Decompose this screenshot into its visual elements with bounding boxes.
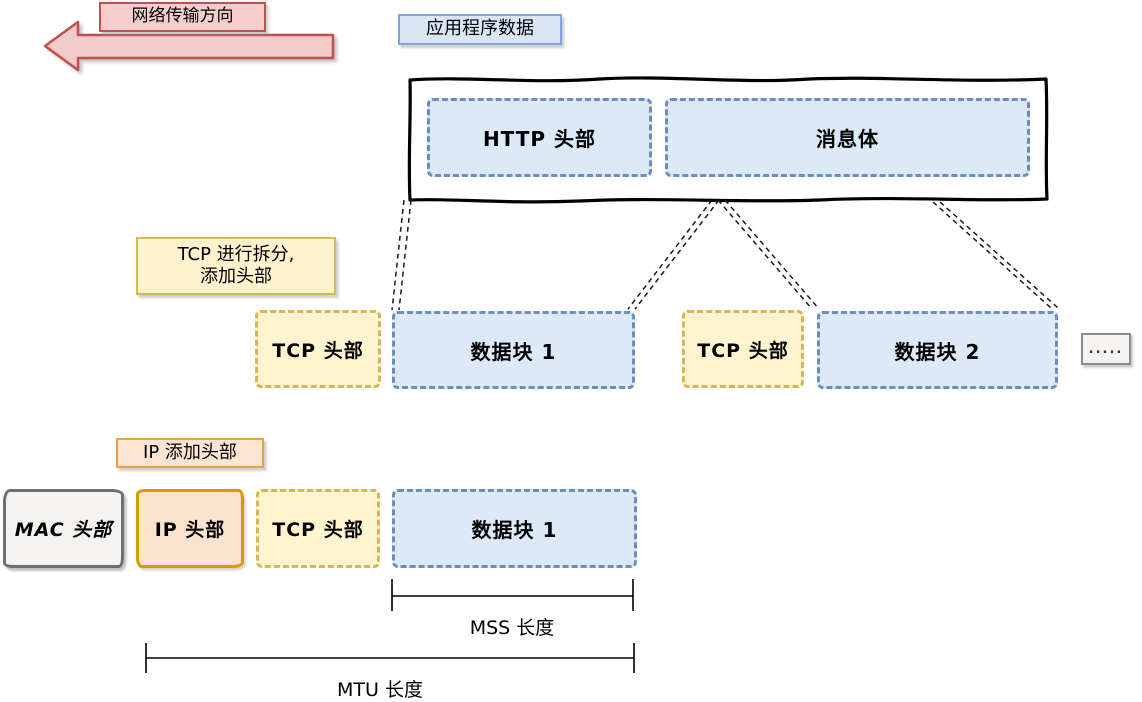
connector-line <box>627 199 713 310</box>
connector-line <box>939 201 1059 309</box>
mss-length-label: MSS 长度 <box>427 612 597 640</box>
tcp-header-text: TCP 头部 <box>697 339 789 362</box>
tcp-header-box-2: TCP 头部 <box>682 310 804 388</box>
mss-length-text: MSS 长度 <box>469 616 555 639</box>
data-block-1-text: 数据块 1 <box>471 518 558 542</box>
application-data-box-outline <box>407 76 1049 204</box>
data-block-1-text: 数据块 1 <box>470 339 557 364</box>
tcp-header-text: TCP 头部 <box>272 519 364 541</box>
connector-line <box>391 199 405 311</box>
tcp-split-line1: TCP 进行拆分, <box>177 243 295 265</box>
tcp-split-label: TCP 进行拆分, 添加头部 <box>136 237 336 295</box>
ip-header-box: IP 头部 <box>136 489 244 568</box>
data-block-1-box: 数据块 1 <box>392 311 635 389</box>
connector-line <box>724 199 820 310</box>
message-body-box: 消息体 <box>665 98 1030 177</box>
mss-bracket <box>391 579 634 611</box>
data-block-2-text: 数据块 2 <box>894 339 981 364</box>
ip-add-header-label: IP 添加头部 <box>116 438 264 468</box>
mtu-length-label: MTU 长度 <box>295 674 465 702</box>
ip-header-text: IP 头部 <box>154 519 226 541</box>
transmission-direction-label: 网络传输方向 <box>99 2 266 32</box>
connector-line <box>717 199 813 310</box>
http-header-text: HTTP 头部 <box>482 127 597 151</box>
transmission-direction-text: 网络传输方向 <box>131 6 234 27</box>
connector-line <box>634 199 720 310</box>
left-arrow-icon <box>43 20 335 72</box>
mtu-bracket <box>145 643 635 673</box>
ellipsis-text: ..... <box>1088 341 1124 357</box>
application-data-label: 应用程序数据 <box>398 14 562 45</box>
message-body-text: 消息体 <box>816 127 879 151</box>
connector-line <box>398 199 412 311</box>
mtu-length-text: MTU 长度 <box>337 678 423 701</box>
application-data-text: 应用程序数据 <box>426 18 534 40</box>
mac-header-text: MAC 头部 <box>14 519 113 541</box>
tcp-header-text: TCP 头部 <box>272 339 364 362</box>
tcp-split-line2: 添加头部 <box>200 266 272 287</box>
http-header-box: HTTP 头部 <box>427 98 652 177</box>
data-block-1-framed-box: 数据块 1 <box>392 489 637 568</box>
connector-line <box>932 201 1052 309</box>
tcp-header-box-1: TCP 头部 <box>255 310 381 388</box>
data-block-2-box: 数据块 2 <box>817 311 1058 389</box>
more-segments-box: ..... <box>1081 333 1131 365</box>
mac-header-box: MAC 头部 <box>3 489 124 568</box>
ip-add-header-text: IP 添加头部 <box>143 441 237 463</box>
tcp-header-box-3: TCP 头部 <box>256 489 380 568</box>
